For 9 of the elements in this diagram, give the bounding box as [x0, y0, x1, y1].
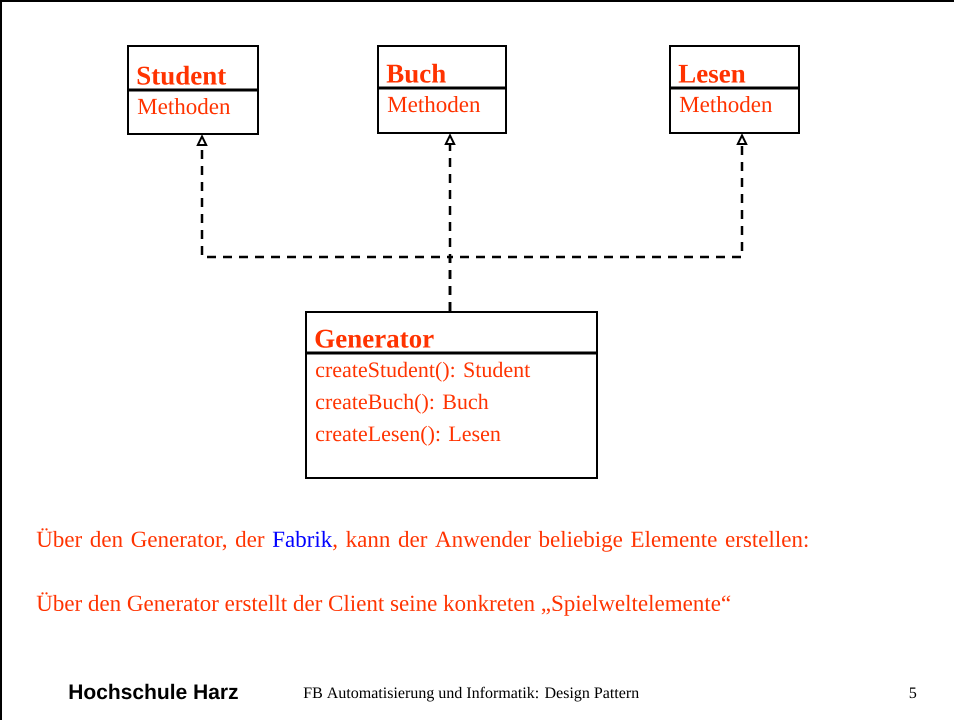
note-text: Über den Generator, der Fabrik, kann der Anwender beliebige Elemente erstellen: [36, 528, 808, 552]
class-box: Student Methoden [127, 45, 259, 135]
footer-text: FB Automatisierung und Informatik: Design Pattern [304, 686, 639, 702]
page-number: 5 [910, 688, 916, 698]
class-box: Generator createStudent(): Student createBuch(): Buch createLesen(): Lesen [305, 311, 598, 479]
class-box: Lesen Methoden [669, 45, 800, 134]
class-box: Buch Methoden [377, 45, 507, 134]
note-text: Über den Generator erstellt der Client seine konkreten „Spielweltelemente“ [36, 592, 730, 616]
school-name: Hochschule Harz [70, 684, 238, 700]
